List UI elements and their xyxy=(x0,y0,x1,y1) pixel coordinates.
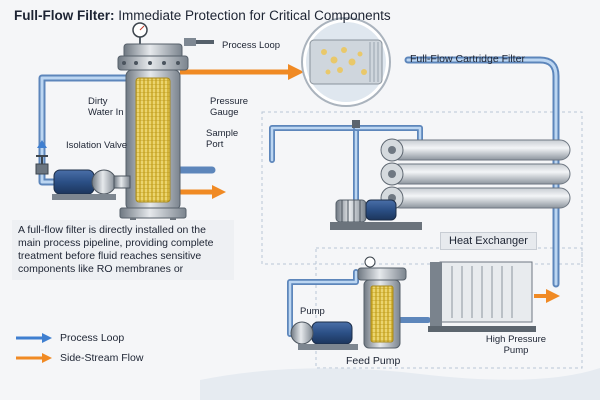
arrow-right-icon xyxy=(212,185,226,199)
label-cartridge-filter: Full-Flow Cartridge Filter xyxy=(410,53,525,65)
main-filter-housing xyxy=(117,22,214,232)
legend-process-loop-label: Process Loop xyxy=(60,332,125,344)
label-process-loop: Process Loop xyxy=(222,40,281,51)
description-text: A full-flow filter is directly installed… xyxy=(12,220,234,280)
label-pump: Pump xyxy=(300,306,325,317)
arrow-right-icon xyxy=(546,289,560,303)
high-pressure-pump xyxy=(428,261,536,332)
cartridge-filter-detail xyxy=(301,17,391,107)
label-sample-port: Sample Port xyxy=(206,128,239,150)
floor-shade xyxy=(200,368,600,400)
feed-pump xyxy=(290,321,358,350)
title-bold: Full-Flow Filter: xyxy=(14,8,115,23)
legend-side-stream: Side-Stream Flow xyxy=(14,352,143,364)
heat-exchanger xyxy=(330,120,571,230)
arrow-right-icon xyxy=(16,333,52,343)
heat-exchanger-zone xyxy=(261,111,583,265)
valve-icon xyxy=(352,120,360,128)
legend-side-stream-label: Side-Stream Flow xyxy=(60,352,144,364)
arrow-right-icon xyxy=(16,353,52,363)
process-loop-pipes xyxy=(38,56,560,337)
label-dirty-water-in: Dirty Water In xyxy=(88,96,124,118)
label-heat-exchanger: Heat Exchanger xyxy=(440,232,537,250)
label-pressure-gauge: Pressure Gauge xyxy=(210,96,249,118)
arrow-up-icon xyxy=(37,140,47,148)
title-rest: Immediate Protection for Critical Compon… xyxy=(114,8,391,23)
left-pump xyxy=(52,169,131,200)
arrow-right-icon xyxy=(288,64,304,80)
label-isolation-valve: Isolation Valve xyxy=(66,140,128,151)
feed-filter-housing xyxy=(357,256,407,349)
page-title: Full-Flow Filter: Immediate Protection f… xyxy=(14,8,391,23)
label-high-pressure-pump: High Pressure Pump xyxy=(485,334,547,356)
isolation-valve xyxy=(35,155,49,175)
label-feed-pump: Feed Pump xyxy=(346,355,401,367)
legend-process-loop: Process Loop xyxy=(14,332,124,344)
